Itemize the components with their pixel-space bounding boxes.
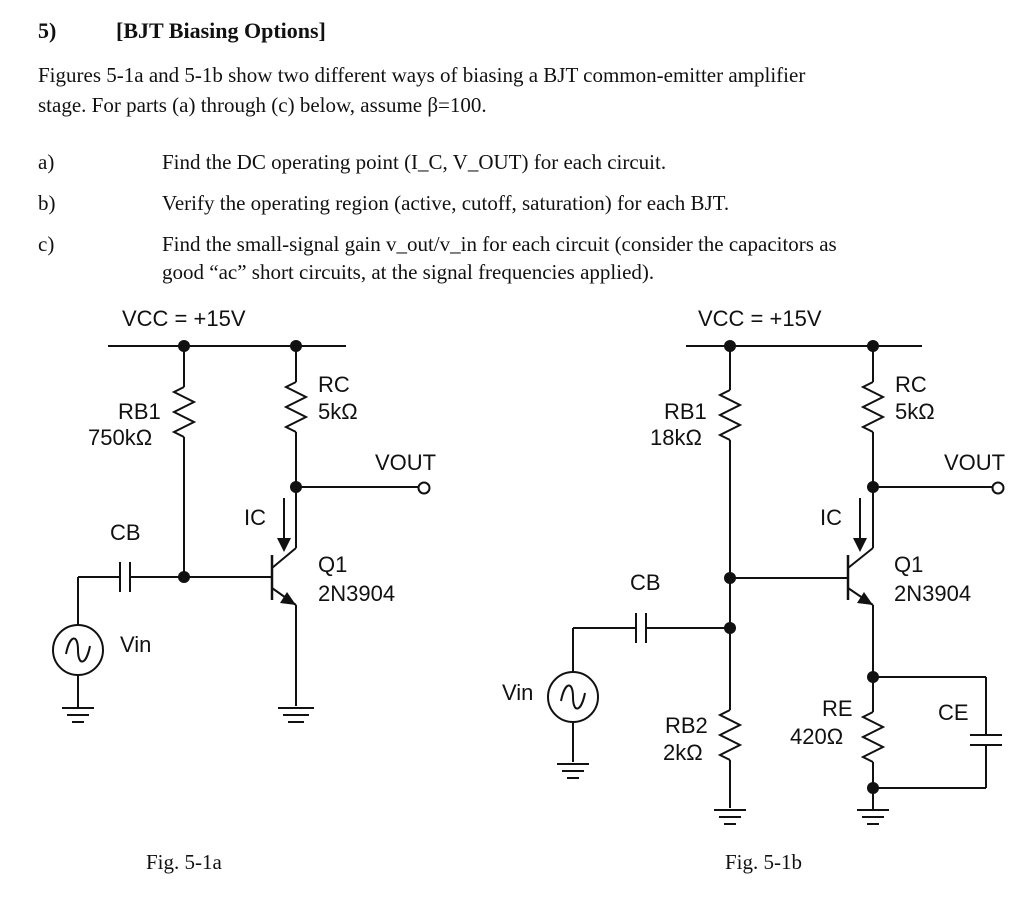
q1-collector [847,547,874,569]
vout-label: VOUT [944,450,1005,475]
junction-dot [867,340,879,352]
question-text: Find the DC operating point (I_C, V_OUT)… [162,150,667,174]
vout-label: VOUT [375,450,436,475]
junction-dot [290,481,302,493]
cb-label: CB [110,520,141,545]
ic-arrowhead [277,538,291,552]
rb2-resistor [717,709,743,761]
junction-dot [724,572,736,584]
junction-dot [867,481,879,493]
vout-terminal [991,481,1005,495]
ic-arrowhead [853,538,867,552]
question-text: Find the small-signal gain v_out/v_in fo… [162,232,837,256]
rc-resistor [283,381,309,433]
ce-label: CE [938,700,969,725]
rb1-name: RB1 [664,399,707,424]
question-label: b) [38,191,56,215]
re-name: RE [822,696,853,721]
intro-line-1: Figures 5-1a and 5-1b show two different… [38,63,806,87]
vout-terminal [417,481,431,495]
problem-title: [BJT Biasing Options] [116,18,326,43]
re-resistor [860,711,886,763]
question-label: a) [38,150,55,174]
problem-intro: Figures 5-1a and 5-1b show two different… [38,60,998,120]
rb1-value: 18kΩ [650,425,702,450]
rb1-name: RB1 [118,399,161,424]
question-text-cont: good “ac” short circuits, at the signal … [162,260,655,284]
junction-dot [867,671,879,683]
q1-name: Q1 [318,552,347,577]
q1-part: 2N3904 [894,581,971,606]
figure-caption-b: Fig. 5-1b [725,850,802,874]
problem-number: 5) [38,18,57,43]
figure-caption-a: Fig. 5-1a [146,850,223,874]
vcc-label: VCC = +15V [698,306,822,331]
rb1-resistor [171,386,197,438]
question-text: Verify the operating region (active, cut… [162,191,730,215]
junction-dot [290,340,302,352]
rc-value: 5kΩ [318,399,358,424]
q1-emitter-arrow [280,592,296,605]
junction-dot [178,340,190,352]
junction-dot [178,571,190,583]
vcc-label: VCC = +15V [122,306,246,331]
rc-value: 5kΩ [895,399,935,424]
rc-name: RC [318,372,350,397]
intro-line-2: stage. For parts (a) through (c) below, … [38,93,487,117]
rb1-resistor [717,389,743,441]
rc-name: RC [895,372,927,397]
re-value: 420Ω [790,724,843,749]
rc-resistor [860,381,886,433]
question-label: c) [38,232,55,256]
rb2-value: 2kΩ [663,740,703,765]
rb1-value: 750kΩ [88,425,152,450]
junction-dot [867,782,879,794]
ic-label: IC [820,505,842,530]
vin-label: Vin [502,680,533,705]
q1-emitter-arrow [857,592,873,605]
junction-dot [724,340,736,352]
q1-part: 2N3904 [318,581,395,606]
ic-label: IC [244,505,266,530]
circuit-fig-5-1a [52,345,431,723]
junction-dot [724,622,736,634]
q1-name: Q1 [894,552,923,577]
q1-collector [271,547,297,569]
cb-label: CB [630,570,661,595]
rb2-name: RB2 [665,713,708,738]
problem-header: 5) [BJT Biasing Options] [38,18,326,44]
vin-label: Vin [120,632,151,657]
